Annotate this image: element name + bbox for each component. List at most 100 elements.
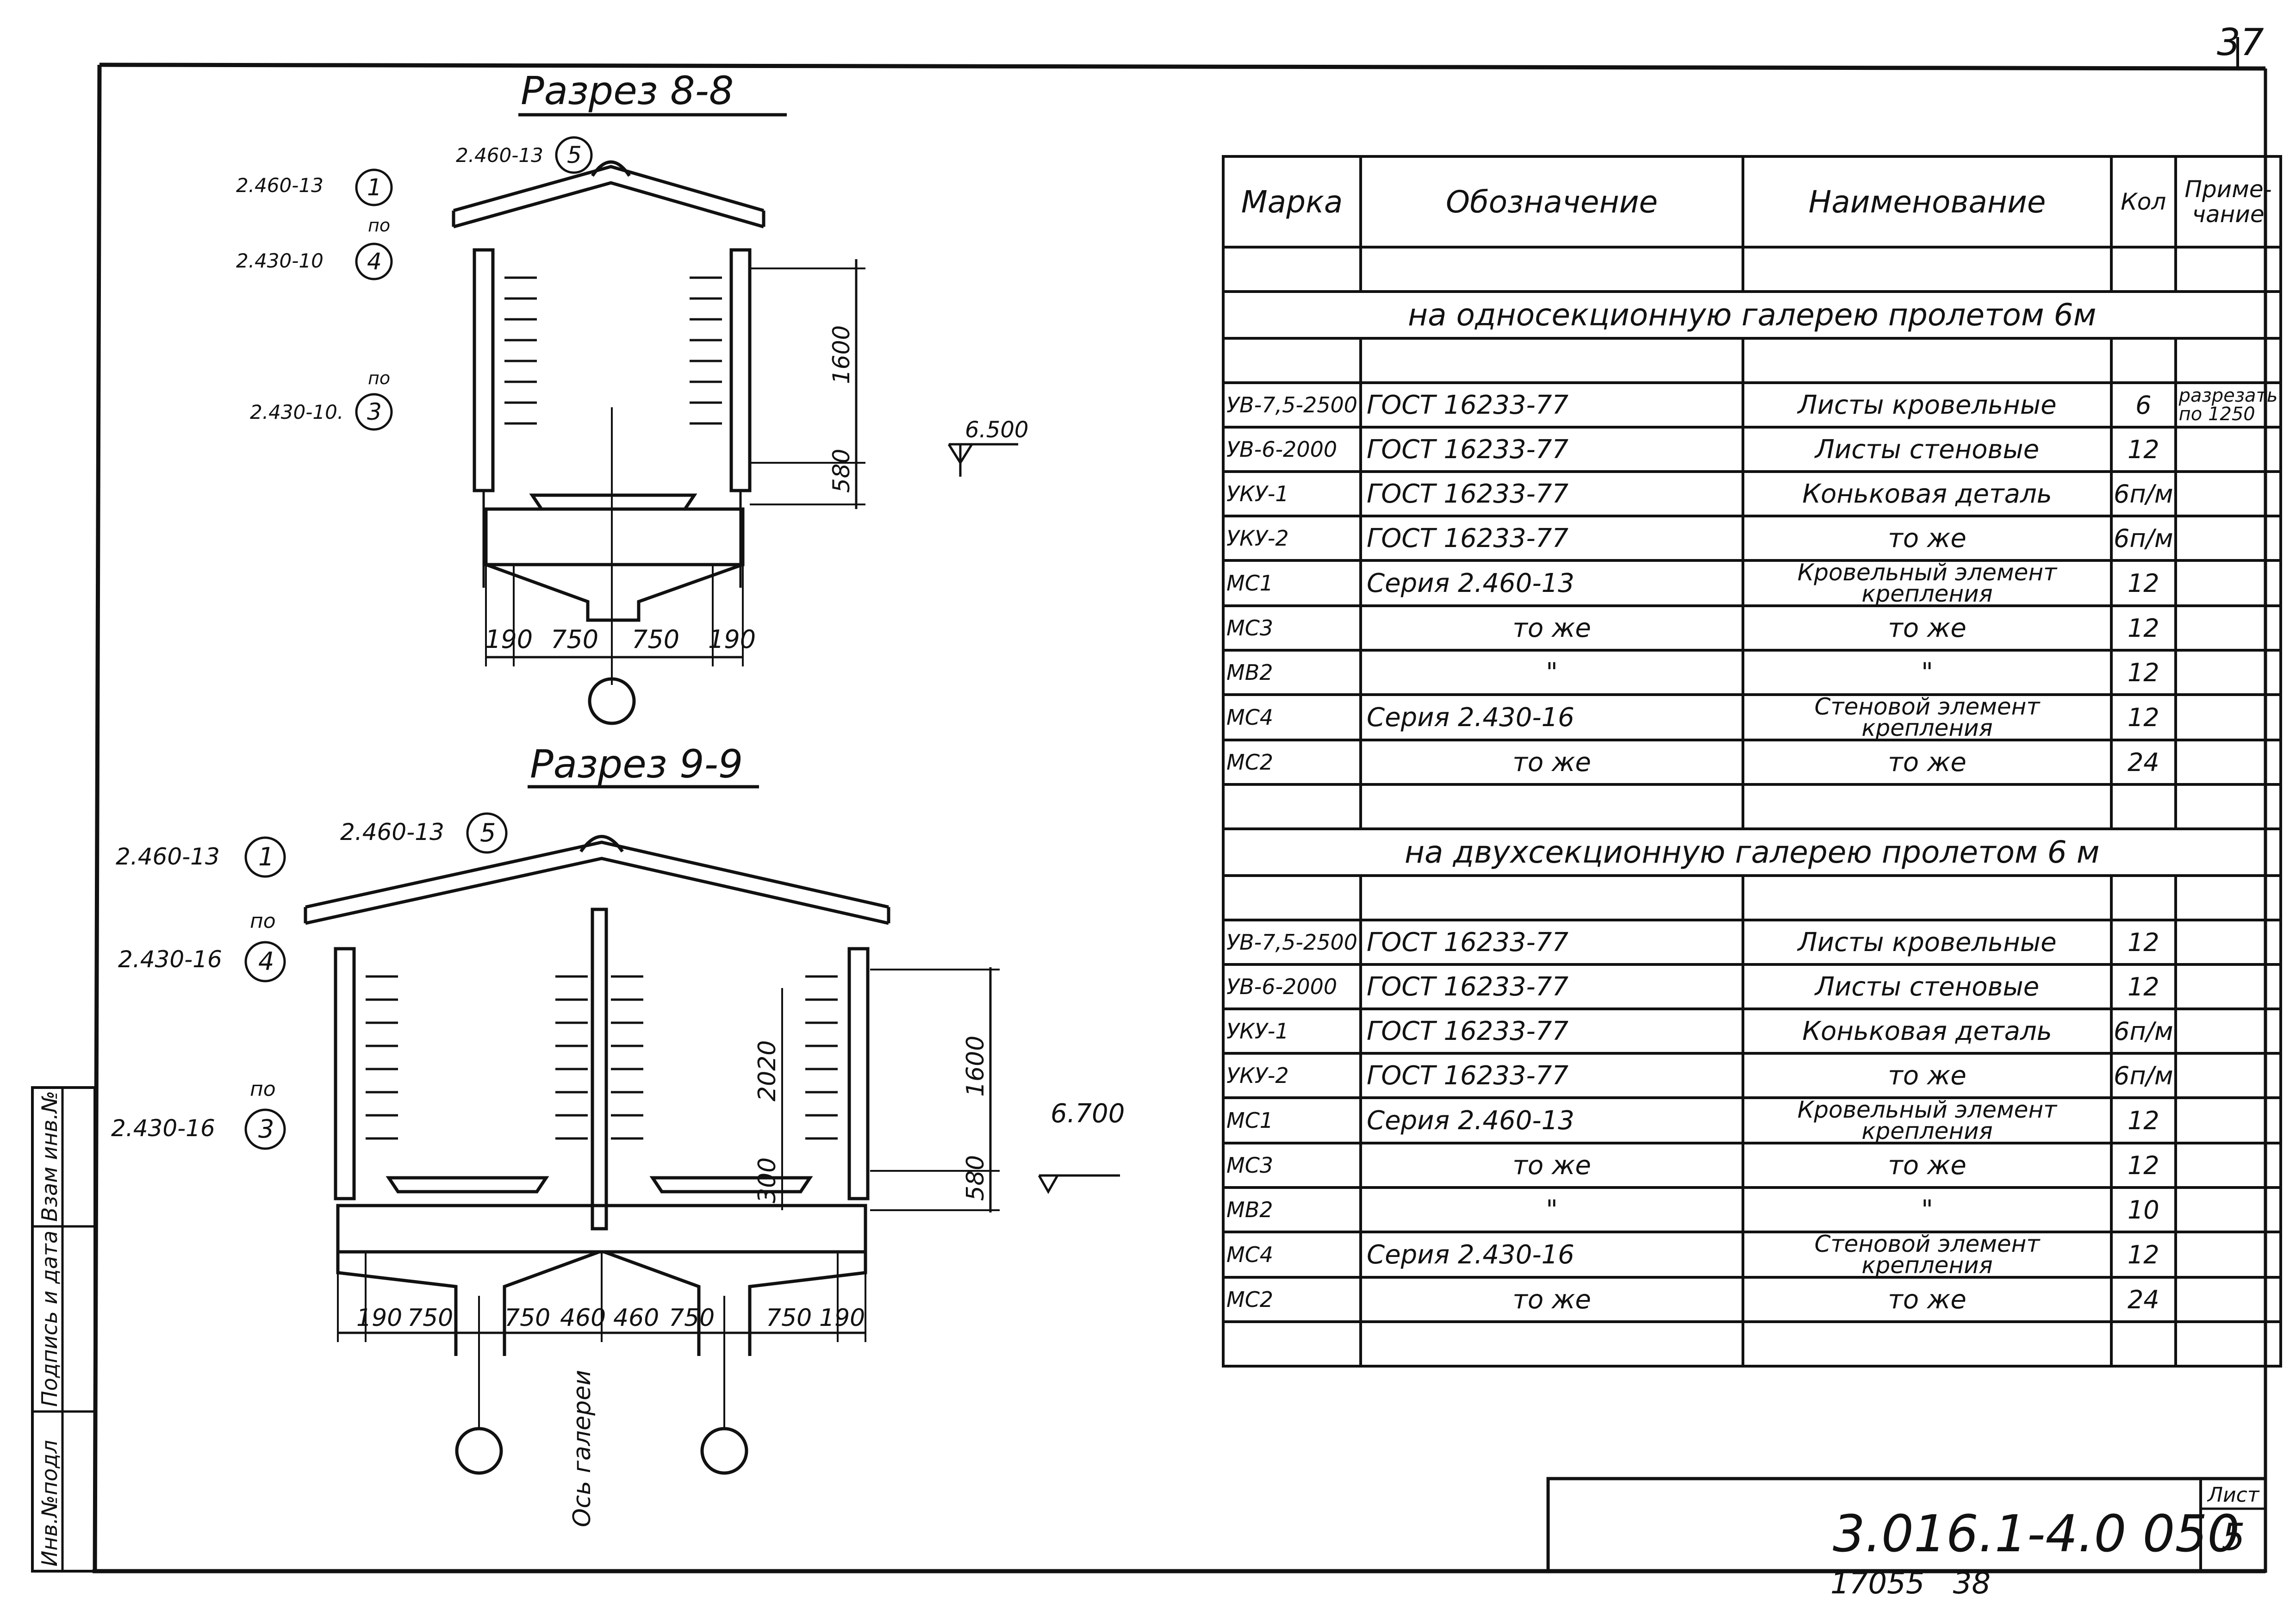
side-col-signature: Подпись и дата: [37, 1230, 62, 1407]
table-row: УВ-6-2000 ГОСТ 16233-77 Листы стеновые 1…: [1221, 426, 2283, 473]
cell-mark: УВ-7,5-2500: [1221, 381, 1363, 429]
cell-note: [2174, 919, 2283, 966]
cell-designation: ГОСТ 16233-77: [1359, 1052, 1745, 1099]
cell-name: Коньковая деталь: [1742, 470, 2113, 517]
section-9-ref-top: 2.460-13: [340, 819, 444, 846]
sheet-number: 5: [2221, 1516, 2245, 1559]
cell-designation: ГОСТ 16233-77: [1359, 515, 1745, 562]
table-row: УКУ-2 ГОСТ 16233-77 то же 6п/м: [1221, 515, 2283, 562]
section-8-dim: 750: [632, 625, 679, 654]
cell-mark: УКУ-2: [1221, 515, 1363, 562]
header-designation: Обозначение: [1359, 155, 1745, 249]
section-8-ref-3: 2.430-10.: [250, 401, 343, 423]
cell-qty: 12: [2110, 693, 2177, 741]
section-8-dim-1600: 1600: [828, 325, 855, 384]
section-8-circle-4: 4: [367, 248, 382, 275]
section-8-po-1: по: [368, 215, 390, 236]
cell-name: Кровельный элемент крепления: [1742, 559, 2113, 607]
table-row: МВ2 " " 12: [1221, 649, 2283, 696]
cell-note: [2174, 693, 2283, 741]
cell-designation: то же: [1359, 739, 1745, 786]
section-8-dim-580: 580: [828, 449, 855, 493]
table-row: УВ-6-2000 ГОСТ 16233-77 Листы стеновые 1…: [1221, 963, 2283, 1010]
section-9-circle-4: 4: [258, 947, 274, 976]
section-9-dim-580: 580: [962, 1155, 989, 1201]
table-row: УКУ-1 ГОСТ 16233-77 Коньковая деталь 6п/…: [1221, 470, 2283, 517]
cell-name: Листы стеновые: [1742, 963, 2113, 1010]
cell-mark: МС4: [1221, 1231, 1363, 1279]
header-qty: Кол: [2110, 155, 2177, 249]
table-row: МС3 то же то же 12: [1221, 1142, 2283, 1189]
table-spacer-row: [1221, 874, 2283, 921]
cell-qty: 10: [2110, 1186, 2177, 1233]
cell-qty: 6п/м: [2110, 515, 2177, 562]
cell-mark: УКУ-1: [1221, 470, 1363, 517]
table-spacer-row: [1221, 783, 2283, 830]
table-row: МС2 то же то же 24: [1221, 1276, 2283, 1323]
section-2-title-row: на двухсекционную галерею пролетом 6 м: [1221, 827, 2283, 877]
cell-qty: 24: [2110, 1276, 2177, 1323]
cell-mark: МС4: [1221, 693, 1363, 741]
section-8-dim: 190: [708, 625, 756, 654]
cell-note: разрезать по 1250: [2174, 381, 2283, 429]
gallery-axis-label: Ось галереи: [568, 1370, 596, 1527]
table-row: УВ-7,5-2500 ГОСТ 16233-77 Листы кровельн…: [1221, 919, 2283, 966]
cell-name: Кровельный элемент крепления: [1742, 1096, 2113, 1144]
cell-qty: 6: [2110, 381, 2177, 429]
cell-designation: то же: [1359, 604, 1745, 652]
section-9-dim: 190: [819, 1304, 865, 1332]
cell-name: то же: [1742, 1276, 2113, 1323]
section-9-circle-3: 3: [258, 1114, 274, 1144]
section-2-title: на двухсекционную галерею пролетом 6 м: [1221, 827, 2283, 877]
table-spacer-row: [1221, 1320, 2283, 1368]
section-9-dim: 460: [560, 1304, 606, 1332]
section-9-dim-2020: 2020: [753, 1040, 781, 1101]
cell-name: ": [1742, 1186, 2113, 1233]
table-spacer-row: [1221, 246, 2283, 293]
cell-qty: 12: [2110, 1096, 2177, 1144]
section-1-title-row: на односекционную галерею пролетом 6м: [1221, 290, 2283, 340]
cell-qty: 12: [2110, 1142, 2177, 1189]
section-8-level: 6.500: [965, 417, 1028, 443]
table-row: МС4 Серия 2.430-16 Стеновой элемент креп…: [1221, 693, 2283, 741]
header-mark: Марка: [1221, 155, 1363, 249]
section-9-circle-5: 5: [480, 818, 496, 847]
section-9-po-2: по: [250, 1077, 276, 1101]
section-8-ref-1: 2.460-13: [236, 174, 324, 197]
table-spacer-row: [1221, 337, 2283, 384]
cell-mark: МС3: [1221, 604, 1363, 652]
cell-qty: 12: [2110, 919, 2177, 966]
section-8-circle-3: 3: [367, 398, 382, 425]
section-9-dim: 750: [766, 1304, 812, 1332]
section-8-dim: 190: [485, 625, 533, 654]
section-9-ref-1: 2.460-13: [116, 843, 220, 870]
table-row: МС3 то же то же 12: [1221, 604, 2283, 652]
cell-qty: 6п/м: [2110, 1007, 2177, 1055]
section-8-labels: Разрез 8-8 2.460-13 5 2.460-13 1 по 2.43…: [236, 68, 1028, 654]
cell-designation: ГОСТ 16233-77: [1359, 426, 1745, 473]
section-9-ref-2: 2.430-16: [118, 946, 222, 973]
cell-mark: УВ-6-2000: [1221, 963, 1363, 1010]
cell-designation: Серия 2.460-13: [1359, 1096, 1745, 1144]
table-row: МС2 то же то же 24: [1221, 739, 2283, 786]
cell-name: Листы кровельные: [1742, 381, 2113, 429]
cell-name: то же: [1742, 515, 2113, 562]
sheet-label: Лист: [2208, 1483, 2259, 1507]
section-9-dim: 750: [504, 1304, 550, 1332]
section-9-dim: 750: [669, 1304, 715, 1332]
section-8-circle-1: 1: [367, 174, 382, 201]
cell-designation: ГОСТ 16233-77: [1359, 919, 1745, 966]
cell-qty: 12: [2110, 604, 2177, 652]
document-code: 3.016.1-4.0 050: [1833, 1504, 2240, 1563]
table-row: МС4 Серия 2.430-16 Стеновой элемент креп…: [1221, 1231, 2283, 1279]
cell-mark: МВ2: [1221, 649, 1363, 696]
side-col-replaced: Взам инв.№: [37, 1090, 62, 1222]
section-8-circle-5: 5: [567, 142, 582, 168]
side-col-inventory: Инв.№подл: [37, 1440, 62, 1567]
cell-mark: УВ-6-2000: [1221, 426, 1363, 473]
section-9-labels: Разрез 9-9 2.460-13 5 2.460-13 1 по 2.43…: [111, 741, 1125, 1527]
section-9-level: 6.700: [1051, 1099, 1125, 1129]
section-9-circle-1: 1: [258, 842, 274, 871]
cell-designation: ": [1359, 1186, 1745, 1233]
